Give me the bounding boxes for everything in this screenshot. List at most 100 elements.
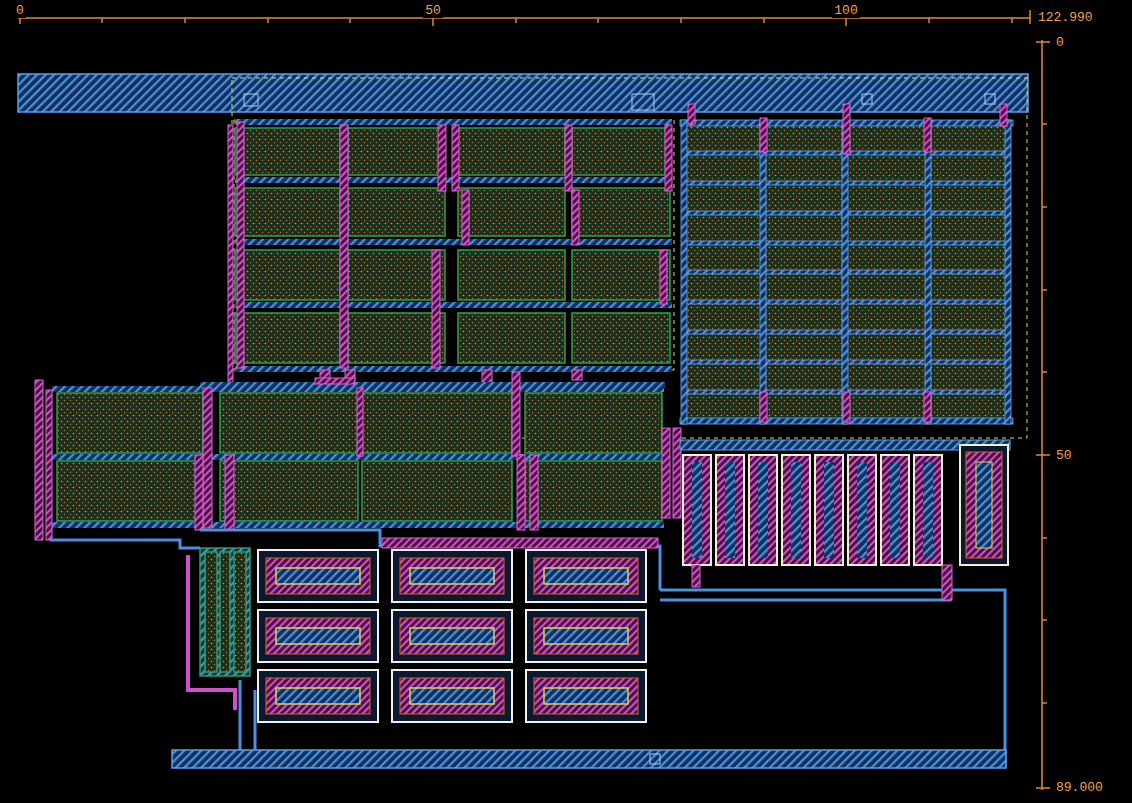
transistor bbox=[188, 555, 235, 710]
ruler bbox=[1042, 619, 1047, 621]
ruler bbox=[1036, 787, 1050, 789]
capacitor-array bbox=[924, 118, 931, 152]
metal-bus bbox=[985, 94, 995, 104]
ruler bbox=[928, 18, 930, 23]
ruler bbox=[1042, 123, 1047, 125]
transistor-block bbox=[525, 393, 662, 453]
ruler bbox=[680, 18, 682, 23]
gate-poly bbox=[35, 372, 681, 540]
transistor-array bbox=[235, 188, 340, 236]
capacitor-array bbox=[680, 104, 1013, 424]
resistor-row bbox=[791, 462, 801, 558]
ruler-label: 0 bbox=[1054, 35, 1066, 50]
capacitor-array bbox=[843, 392, 850, 422]
resistor-array bbox=[534, 618, 638, 654]
gate-poly bbox=[482, 370, 492, 384]
transistor bbox=[205, 552, 217, 672]
resistor-array bbox=[400, 558, 504, 594]
resistor-row bbox=[692, 462, 933, 558]
ruler-label: 100 bbox=[832, 3, 859, 18]
transistor-block bbox=[52, 522, 664, 528]
transistor bbox=[220, 552, 230, 672]
resistor-row bbox=[848, 455, 876, 565]
resistor-array bbox=[400, 618, 504, 654]
resistor-row bbox=[692, 462, 702, 558]
metal-bus bbox=[172, 750, 1006, 768]
gate-poly bbox=[512, 372, 520, 456]
resistor-array bbox=[382, 538, 658, 548]
gate-poly bbox=[517, 455, 525, 530]
transistor-array bbox=[348, 188, 445, 236]
transistor-block bbox=[57, 393, 203, 453]
capacitor-array bbox=[681, 120, 687, 424]
ruler bbox=[1042, 702, 1047, 704]
transistor-array bbox=[235, 128, 340, 175]
ruler-label: 89.000 bbox=[1054, 780, 1105, 795]
ruler bbox=[349, 18, 351, 23]
capacitor-array bbox=[760, 392, 767, 422]
transistor-array bbox=[235, 239, 672, 245]
transistor-block bbox=[525, 461, 662, 521]
resistor-array bbox=[276, 628, 360, 644]
resistor-row bbox=[881, 455, 909, 565]
ruler bbox=[1029, 10, 1031, 24]
resistor-row bbox=[680, 440, 1010, 600]
resistor-array bbox=[534, 558, 638, 594]
gate-poly bbox=[438, 125, 446, 191]
resistor-row bbox=[890, 462, 900, 558]
resistor-row bbox=[758, 462, 768, 558]
ruler bbox=[267, 18, 269, 23]
resistor-array bbox=[266, 618, 370, 654]
resistor-array bbox=[544, 628, 628, 644]
capacitor-array bbox=[924, 392, 931, 422]
gate-poly bbox=[357, 388, 363, 456]
transistor-array bbox=[458, 250, 565, 300]
capacitor-array bbox=[843, 104, 850, 154]
capacitor-array bbox=[688, 104, 1007, 422]
resistor-array bbox=[266, 558, 638, 714]
resistor-row bbox=[815, 455, 843, 565]
ruler bbox=[597, 18, 599, 23]
resistor-row bbox=[857, 462, 867, 558]
capacitor-array bbox=[688, 104, 695, 124]
resistor-array bbox=[534, 678, 638, 714]
capacitor-array bbox=[1005, 120, 1011, 424]
transistor-block bbox=[362, 393, 512, 453]
transistor-array bbox=[235, 250, 340, 300]
ruler-label: 50 bbox=[1054, 448, 1074, 463]
resistor-row bbox=[749, 455, 777, 565]
capacitor-array bbox=[680, 120, 1013, 424]
metal-bus bbox=[18, 74, 1028, 112]
ruler-label: 50 bbox=[423, 3, 443, 18]
capacitor-array bbox=[760, 120, 766, 424]
gate-poly bbox=[237, 122, 244, 368]
ruler bbox=[1011, 18, 1013, 23]
gate-poly bbox=[462, 190, 469, 245]
gate-poly bbox=[195, 455, 203, 530]
resistor-array bbox=[544, 568, 628, 584]
transistor-array bbox=[572, 313, 670, 363]
resistor-array bbox=[544, 688, 628, 704]
resistor-row bbox=[824, 462, 834, 558]
resistor-row bbox=[966, 452, 1002, 558]
resistor-array bbox=[276, 568, 360, 584]
resistor-row bbox=[914, 455, 942, 565]
transistor-array bbox=[572, 188, 670, 236]
metal-bus bbox=[244, 94, 258, 106]
gate-poly bbox=[315, 378, 355, 384]
ruler bbox=[763, 18, 765, 23]
capacitor-array bbox=[1000, 104, 1007, 126]
gate-poly bbox=[530, 455, 538, 530]
ruler bbox=[1042, 289, 1047, 291]
resistor-array bbox=[258, 550, 646, 722]
resistor-row bbox=[683, 455, 942, 565]
transistor-block bbox=[220, 393, 358, 453]
transistor-block bbox=[220, 461, 358, 521]
gate-poly bbox=[452, 125, 459, 191]
metal-bus bbox=[18, 74, 1028, 112]
transistor-array bbox=[458, 128, 565, 175]
ruler bbox=[101, 18, 103, 23]
transistor-block bbox=[52, 382, 665, 528]
resistor-array bbox=[266, 558, 370, 594]
